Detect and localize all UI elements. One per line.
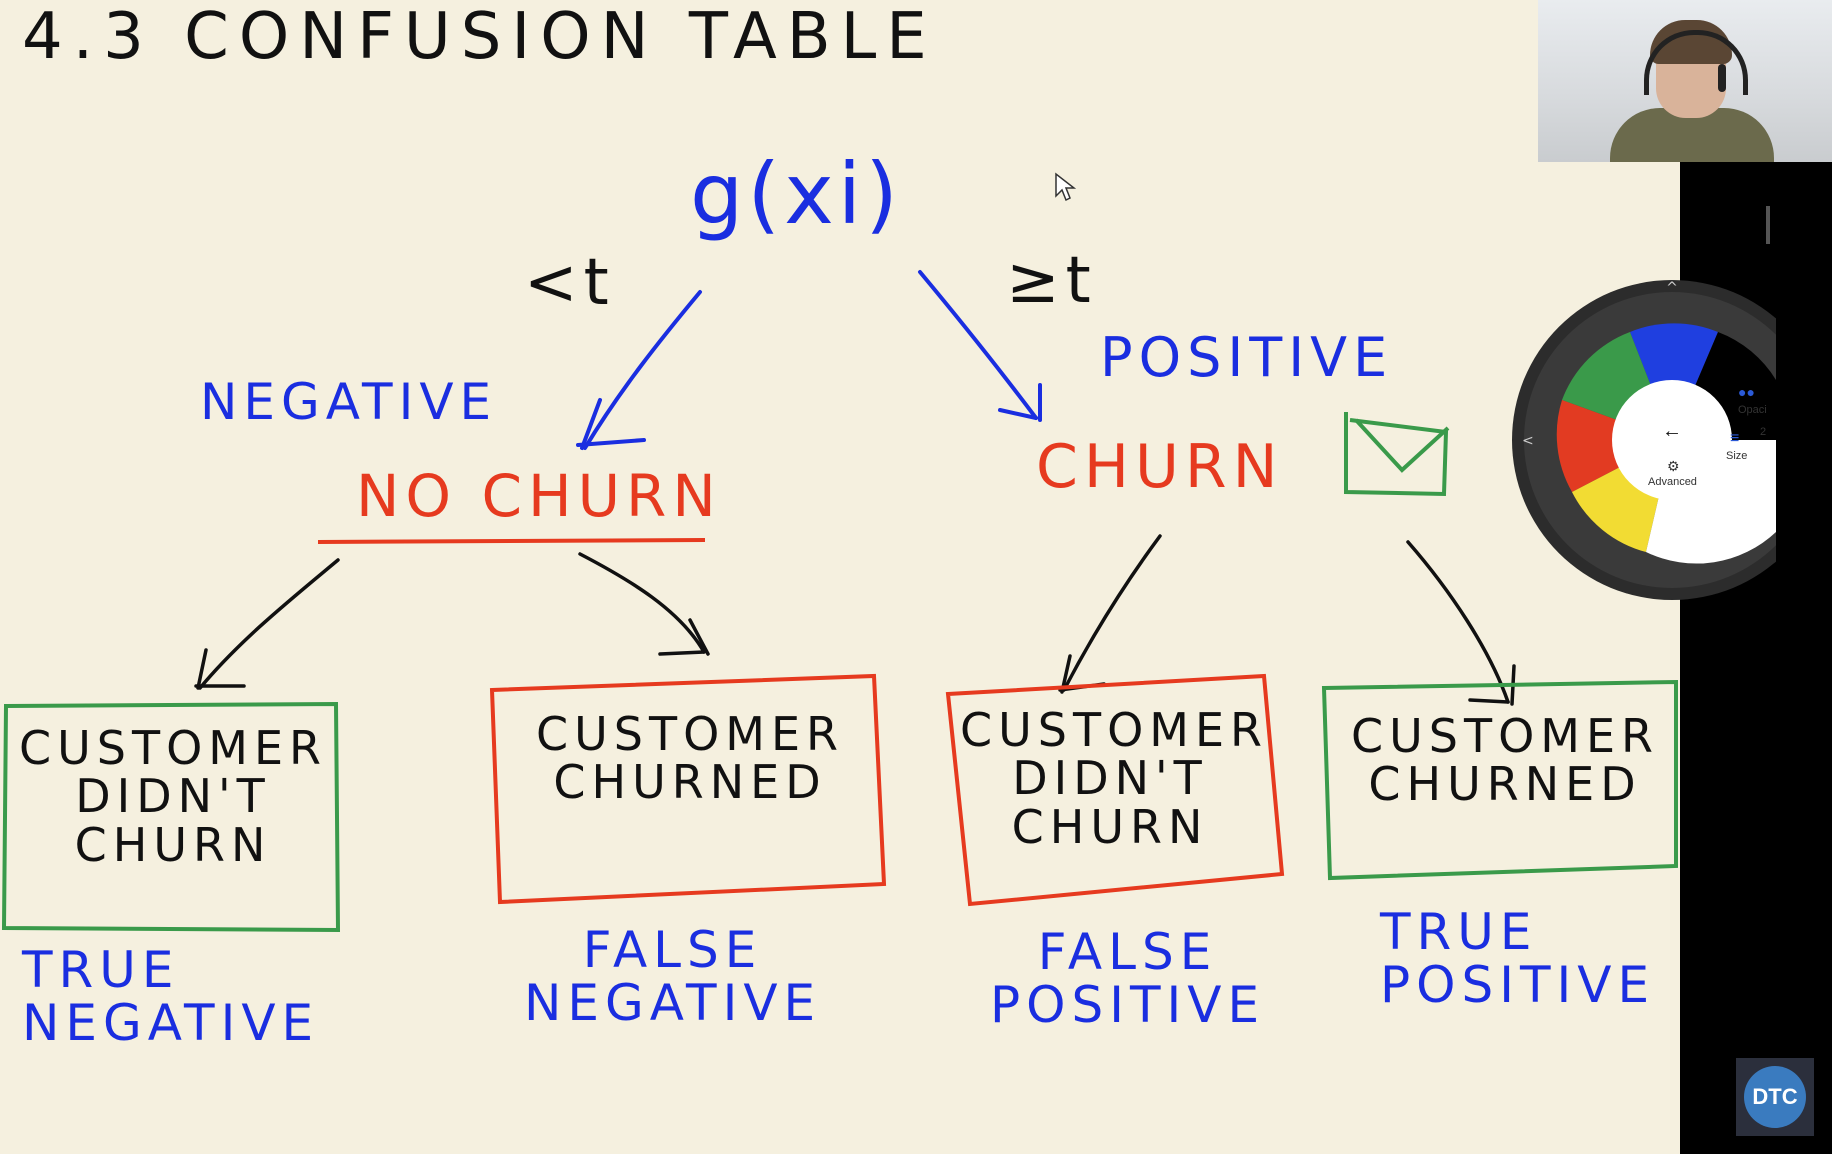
dtc-logo-text: DTC [1744,1066,1806,1128]
box-3-text: CUSTOMER DIDN'T CHURN [960,703,1269,854]
true-positive-label: TRUE POSITIVE [1380,903,1656,1014]
svg-text:<: < [1522,433,1534,449]
page-title: 4.3 CONFUSION TABLE [22,0,937,74]
arrow-left-icon[interactable]: ← [1662,420,1682,442]
right-condition: ≥t [1006,244,1097,318]
whiteboard-strokes [1,270,1678,933]
negative-label: NEGATIVE [200,373,498,431]
false-positive-label: FALSE POSITIVE [990,923,1266,1034]
true-negative-label: TRUE NEGATIVE [22,941,320,1052]
no-churn-label: NO CHURN [356,462,722,530]
whiteboard-canvas[interactable]: 4.3 CONFUSION TABLE g(xi) <t ≥t NEGATIVE… [0,0,1680,1154]
arrow-to-box-3 [1062,534,1162,692]
root-function: g(xi) [690,145,902,243]
box-true-negative-border [1,701,341,933]
churn-label: CHURN [1036,432,1284,502]
left-condition: <t [524,246,615,320]
size-label: Size [1726,450,1748,462]
box-false-positive-border [945,673,1285,907]
opacity-icon[interactable]: ●● [1738,384,1755,400]
size-icon[interactable]: ≡ [1730,430,1740,447]
size-value: 2 [1760,426,1767,438]
pen-wheel-graphic: ^ < [1512,280,1832,600]
opacity-label: Opaci [1738,404,1767,416]
dtc-logo: DTC [1736,1058,1814,1136]
box-true-positive-border [1321,679,1678,881]
advanced-settings-icon[interactable]: ⚙ [1667,458,1680,474]
arrow-left-head-b [580,398,602,450]
box-1-text: CUSTOMER DIDN'T CHURN [18,721,327,872]
arrow-left-head-a [576,438,646,447]
arrow-to-box-4 [1406,540,1510,704]
false-negative-label: FALSE NEGATIVE [524,921,822,1032]
arrow-right-head-a [998,408,1038,420]
svg-text:^: ^ [1666,280,1678,296]
box-4-text: CUSTOMER CHURNED [1350,709,1659,812]
positive-label: POSITIVE [1100,326,1394,389]
pen-color-wheel[interactable]: ^ < ← ●● Opaci ≡ 2 Size ⚙ Advanced [1512,280,1832,600]
arrow-to-box-2 [578,552,706,654]
arrow-right-branch [918,270,1038,420]
arrow-to-box-1 [198,558,340,690]
mouse-cursor-icon [1055,172,1076,202]
advanced-label[interactable]: Advanced [1648,476,1697,488]
box-2-text: CUSTOMER CHURNED [535,707,844,810]
box-false-negative-border [489,673,887,905]
churn-checkmark-box [1344,412,1450,497]
scrollbar-thumb[interactable] [1766,206,1770,244]
no-churn-underline [317,538,706,544]
arrow-left-branch [583,290,702,450]
webcam-feed [1538,0,1832,162]
